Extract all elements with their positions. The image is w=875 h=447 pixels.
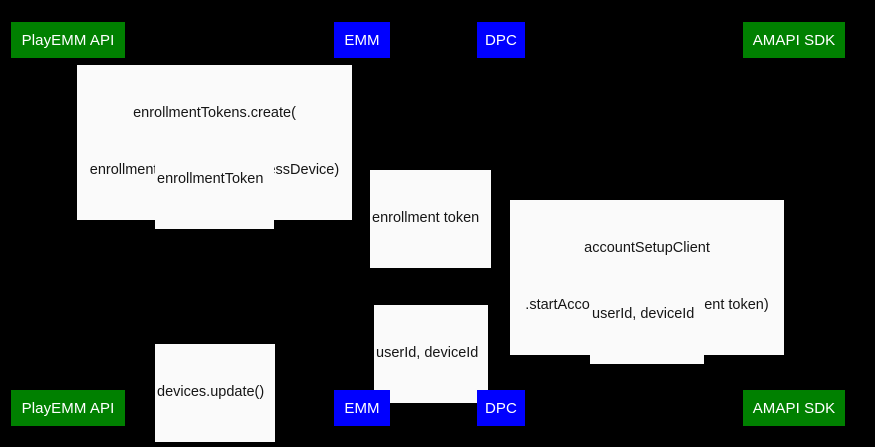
message-line-1: userId, deviceId	[592, 306, 695, 322]
participant-playemm-api-bottom[interactable]: PlayEMM API	[11, 390, 125, 426]
lifeline-dpc	[501, 58, 502, 389]
message-line-1: enrollmentToken	[157, 171, 264, 187]
participant-emm-top[interactable]: EMM	[334, 22, 390, 58]
participant-dpc-bottom[interactable]: DPC	[477, 390, 525, 426]
message-line-1: accountSetupClient	[584, 240, 710, 256]
message-label-userid-deviceid-sdk: userId, deviceId	[590, 266, 704, 364]
participant-playemm-api-top[interactable]: PlayEMM API	[11, 22, 125, 58]
participant-label: DPC	[485, 399, 517, 417]
participant-amapi-sdk-bottom[interactable]: AMAPI SDK	[743, 390, 845, 426]
message-label-devices-update: devices.update()	[155, 344, 275, 442]
message-line-1: enrollment token	[372, 210, 480, 226]
participant-label: PlayEMM API	[21, 399, 115, 417]
participant-label: EMM	[344, 31, 380, 49]
message-label-enrollment-token: enrollment token	[370, 170, 491, 268]
lifeline-emm	[362, 58, 363, 389]
participant-dpc-top[interactable]: DPC	[477, 22, 525, 58]
participant-label: DPC	[485, 31, 517, 49]
participant-label: AMAPI SDK	[752, 31, 836, 49]
message-label-enrollment-token-response: enrollmentToken	[155, 131, 274, 229]
participant-emm-bottom[interactable]: EMM	[334, 390, 390, 426]
participant-label: EMM	[344, 399, 380, 417]
message-line-1: enrollmentTokens.create(	[133, 105, 296, 121]
lifeline-amapi-sdk	[794, 58, 795, 389]
participant-label: PlayEMM API	[21, 31, 115, 49]
message-line-1: devices.update()	[157, 384, 265, 400]
lifeline-playemm-api	[68, 58, 69, 389]
participant-amapi-sdk-top[interactable]: AMAPI SDK	[743, 22, 845, 58]
message-label-userid-deviceid-dpc: userId, deviceId	[374, 305, 488, 403]
message-line-1: userId, deviceId	[376, 345, 479, 361]
participant-label: AMAPI SDK	[752, 399, 836, 417]
